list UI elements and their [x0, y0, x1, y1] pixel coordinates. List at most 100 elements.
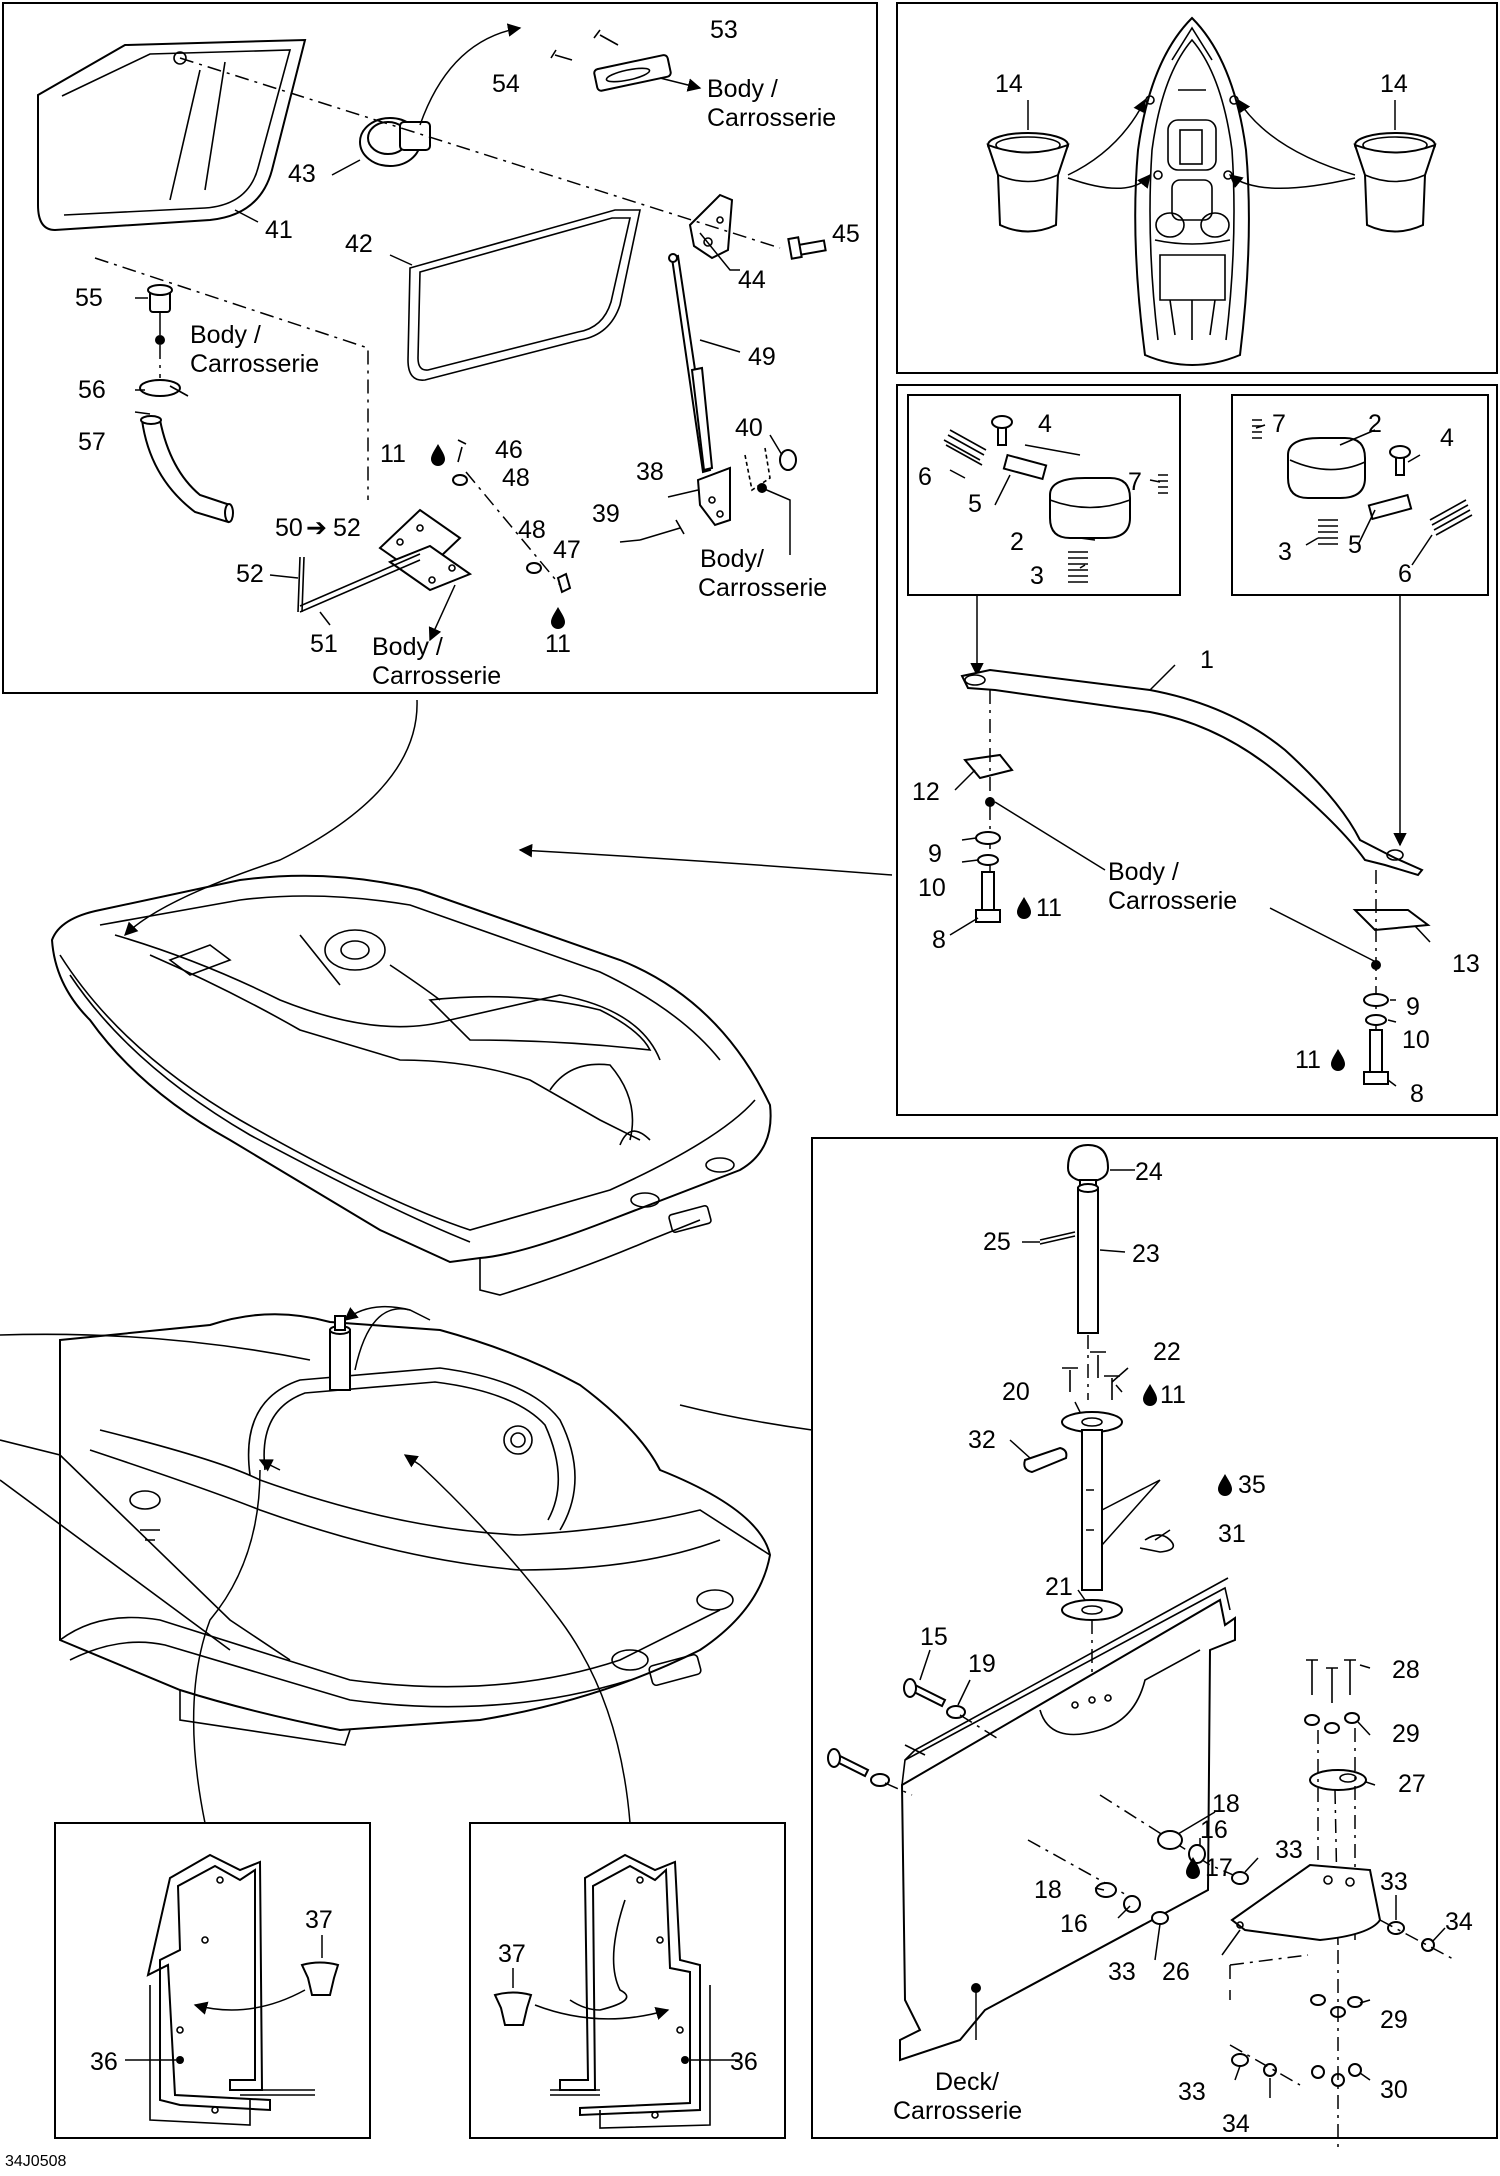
plate-12: [963, 753, 1014, 780]
callout-40: 40: [735, 414, 763, 442]
callout-28: 28: [1392, 1656, 1420, 1684]
callout-47: 47: [553, 536, 581, 564]
callout-11b: 11: [545, 630, 571, 658]
label-body-3-line1: Body/: [700, 545, 764, 573]
callout-37b: 37: [498, 1940, 526, 1968]
label-body-4-line2: Carrosserie: [372, 662, 501, 690]
frame-cup-holder-panel: [896, 2, 1498, 374]
callout-25: 25: [983, 1228, 1011, 1256]
ski-pole-group: [827, 1143, 1456, 2150]
callout-16a: 16: [1200, 1816, 1228, 1844]
clamp-56: [139, 379, 181, 397]
callout-11d: 11: [1295, 1046, 1321, 1074]
callout-1: 1: [1200, 646, 1214, 674]
callout-42: 42: [345, 230, 373, 258]
callout-14b: 14: [1380, 70, 1408, 98]
callout-10b: 10: [1402, 1026, 1430, 1054]
tube: [1081, 1429, 1103, 1591]
flange-21: [1061, 1599, 1123, 1621]
callout-49: 49: [748, 343, 776, 371]
callout-3b: 3: [1278, 538, 1292, 566]
callout-6a: 6: [918, 463, 932, 491]
label-body-5-line1: Body /: [1108, 858, 1179, 886]
seal-42: [407, 209, 641, 381]
callout-12: 12: [912, 778, 940, 806]
label-body-1-line2: Carrosserie: [707, 104, 836, 132]
callout-33b: 33: [1108, 1958, 1136, 1986]
screw-22: [1062, 1367, 1078, 1392]
label-body-2-line1: Body /: [190, 321, 261, 349]
lubricant-drop-icon: [1218, 1474, 1232, 1496]
bolt-15a: [904, 1744, 926, 1756]
callout-33d: 33: [1178, 2078, 1206, 2106]
callout-29b: 29: [1380, 2006, 1408, 2034]
bolt-28a: [1306, 1659, 1318, 1695]
callout-36b: 36: [730, 2048, 758, 2076]
bolt-28b: [1326, 1667, 1338, 1703]
spring-6a: [943, 429, 987, 466]
callout-36a: 36: [90, 2048, 118, 2076]
frame-handle-detail-right: [1231, 394, 1489, 596]
callout-9a: 9: [928, 840, 942, 868]
spring-3b: [1318, 519, 1338, 545]
boat-perspective-view: [50, 699, 772, 1296]
handle-bar-group: [518, 415, 1473, 1087]
callout-53: 53: [710, 16, 738, 44]
washer-33a: [1231, 1871, 1249, 1885]
figure-code: 34J0508: [5, 2153, 66, 2170]
callout-8a: 8: [932, 926, 946, 954]
pin-5a: [1002, 453, 1048, 481]
callout-18b: 18: [1034, 1876, 1062, 1904]
washer-33c: [1387, 1921, 1405, 1935]
frame-handle-detail-left: [907, 394, 1181, 596]
lock-washer-10b: [1365, 1014, 1387, 1026]
lubricant-drop-icon: [1143, 1384, 1157, 1406]
label-deck-line1: Deck/: [935, 2068, 999, 2096]
callouts: 53 54 43 41 42 44 45 55 56 57 49 11 46 4…: [75, 16, 1480, 2138]
callout-41: 41: [265, 216, 293, 244]
nut-18b: [1095, 1882, 1117, 1898]
callout-33a: 33: [1275, 1836, 1303, 1864]
callout-11c: 11: [1036, 894, 1062, 922]
callout-11a: 11: [380, 440, 406, 468]
knob-24: [1066, 1143, 1110, 1184]
bolt-8a: [981, 871, 995, 911]
washer-19b: [870, 1773, 890, 1787]
callout-52b: 52: [236, 560, 264, 588]
arrow-right-icon: ➔: [306, 514, 327, 542]
label-body-4-line1: Body /: [372, 633, 443, 661]
callout-51: 51: [310, 630, 338, 658]
pin-5b: [1367, 493, 1413, 521]
setscrew-7b: [1252, 419, 1262, 439]
callout-50: 50: [275, 514, 303, 542]
frame-plug-detail-right: [469, 1822, 786, 2139]
label-body-1-line1: Body /: [707, 75, 778, 103]
striker-53: [593, 54, 672, 92]
frame-ski-pole-panel: [811, 1137, 1498, 2139]
hinge-pin-51: [299, 553, 421, 613]
plug-detail-left: [125, 1853, 340, 2126]
cup-holder-14-right: [1353, 132, 1437, 233]
callout-27: 27: [1398, 1770, 1426, 1798]
label-body-5-line2: Carrosserie: [1108, 887, 1237, 915]
nut-34b: [1263, 2063, 1277, 2077]
label-deck-line2: Carrosserie: [893, 2097, 1022, 2125]
callout-32: 32: [968, 1426, 996, 1454]
plug-37a: [300, 1961, 340, 1996]
key-32: [1023, 1446, 1068, 1474]
callout-56: 56: [78, 376, 106, 404]
cup-holder-14-left: [986, 132, 1070, 233]
engine-cover-41: [37, 38, 307, 232]
callout-20: 20: [1002, 1378, 1030, 1406]
plate-13: [1352, 909, 1431, 932]
screw-46: [457, 439, 467, 463]
callout-45: 45: [832, 220, 860, 248]
label-body-3-line2: Carrosserie: [698, 574, 827, 602]
callout-37a: 37: [305, 1906, 333, 1934]
callout-16b: 16: [1060, 1910, 1088, 1938]
location-labels: Body / Carrosserie Body / Carrosserie Bo…: [5, 75, 1237, 2170]
callout-19: 19: [968, 1650, 996, 1678]
boat-rear-view: [0, 1305, 813, 1824]
cup-holder-group: [986, 16, 1437, 366]
